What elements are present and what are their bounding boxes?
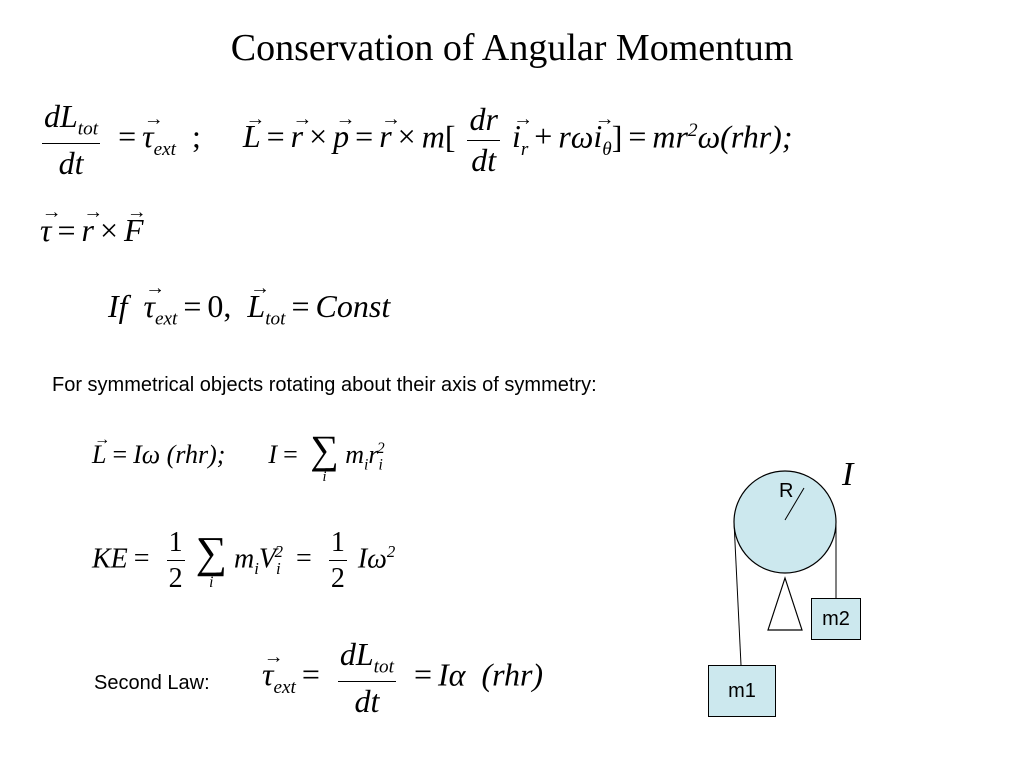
equation-angular-momentum: dLtot dt =τext ; L=r×p=r×m[ dr dt ir+rωi…	[38, 98, 792, 181]
radius-line	[784, 487, 805, 521]
equation-moment-of-inertia: L=Iω (rhr); I= ∑i miri2	[92, 427, 385, 485]
equation-torque: τ=r×F	[40, 201, 146, 249]
fraction-dL-dt: dLtot dt	[337, 636, 396, 719]
equation-second-law: τext= dLtot dt =Iα (rhr)	[262, 636, 543, 719]
mass-block-m1: m1	[708, 665, 776, 717]
fraction-dr-dt: dr dt	[467, 100, 500, 178]
summation-symbol: ∑i	[310, 427, 339, 485]
inertia-label: I	[842, 456, 854, 493]
pulley-diagram	[733, 470, 837, 666]
equation-conservation-condition: If τext=0, Ltot=Const	[108, 277, 390, 330]
mass-block-m2: m2	[811, 598, 861, 640]
radius-label: R	[779, 480, 794, 502]
pulley-support	[767, 576, 803, 631]
rope-left	[733, 521, 742, 666]
text-symmetric-objects: For symmetrical objects rotating about t…	[52, 374, 597, 396]
pulley-wheel	[733, 470, 837, 574]
fraction-dL-dt: dLtot dt	[42, 98, 101, 181]
summation-symbol: ∑i	[195, 528, 227, 592]
page-title: Conservation of Angular Momentum	[230, 27, 794, 69]
second-law-label: Second Law:	[94, 672, 210, 694]
